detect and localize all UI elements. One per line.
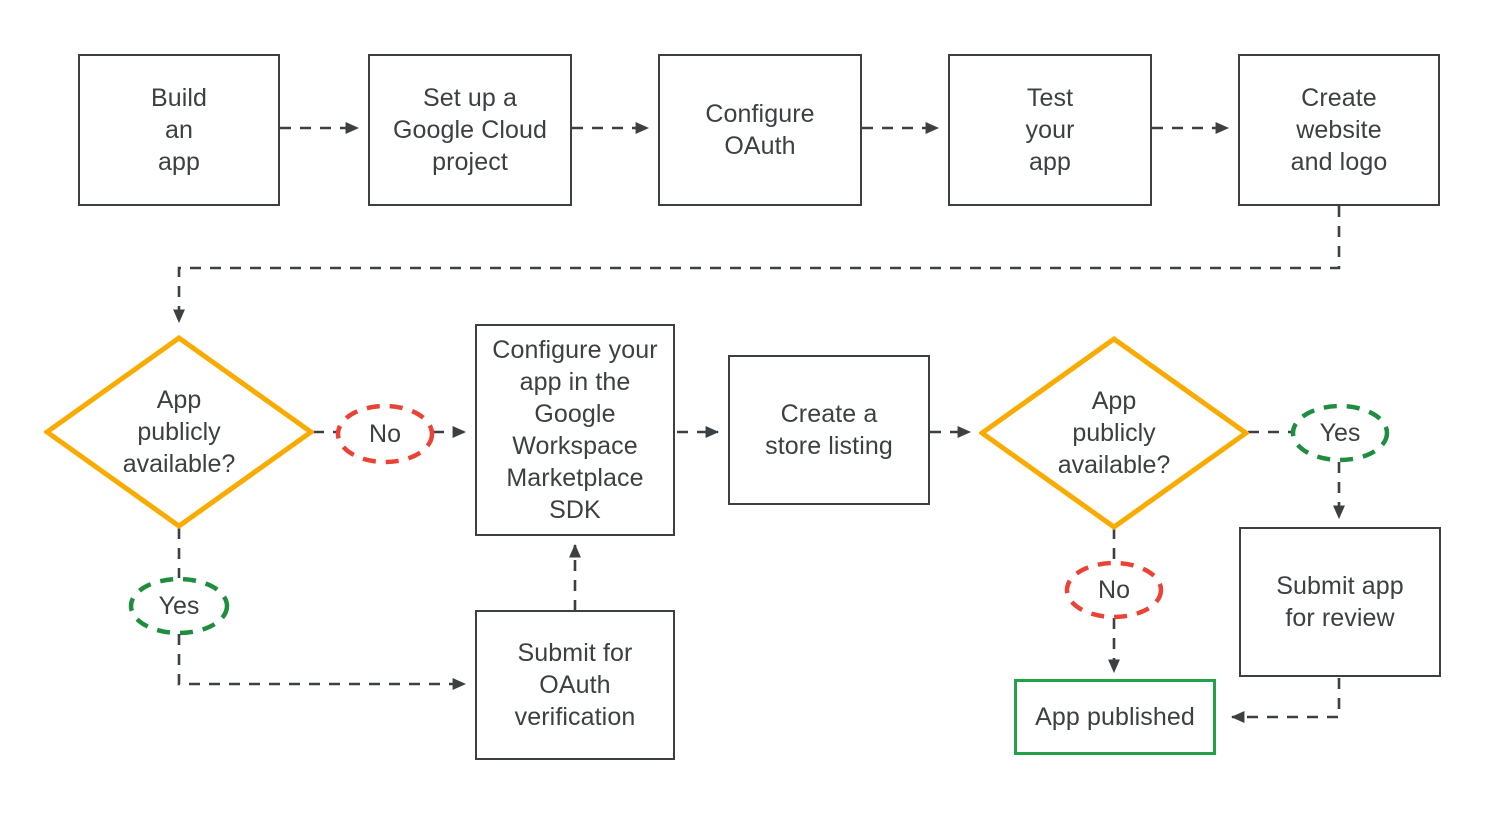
node-set-up-google-cloud-project[interactable]: Set up a Google Cloud project bbox=[368, 54, 572, 206]
node-decision-app-publicly-available-2[interactable]: App publicly available? bbox=[979, 336, 1249, 530]
edge-decision-one-yes-b bbox=[177, 634, 467, 690]
diamond-shape-2 bbox=[979, 336, 1249, 530]
node-create-store-listing[interactable]: Create a store listing bbox=[728, 355, 930, 505]
node-decision-app-publicly-available-1[interactable]: App publicly available? bbox=[44, 335, 314, 529]
no-ellipse-1 bbox=[335, 403, 435, 465]
node-configure-oauth-label: Configure OAuth bbox=[705, 100, 815, 160]
edge-label-decision-2-no-text: No bbox=[1095, 577, 1133, 603]
diamond-shape-1 bbox=[44, 335, 314, 529]
node-submit-app-for-review[interactable]: Submit app for review bbox=[1239, 527, 1441, 677]
node-test-your-app-label: Test your app bbox=[1025, 84, 1075, 176]
edge-review-to-published bbox=[1230, 678, 1341, 723]
node-build-an-app[interactable]: Build an app bbox=[78, 54, 280, 206]
node-create-website-and-logo-label: Create website and logo bbox=[1290, 84, 1388, 176]
edge-label-decision-2-yes-text: Yes bbox=[1316, 420, 1364, 446]
node-app-published-label: App published bbox=[1035, 703, 1195, 731]
edge-label-decision-2-no: No bbox=[1064, 560, 1164, 620]
node-submit-for-oauth-verification-label: Submit for OAuth verification bbox=[514, 639, 636, 731]
node-submit-app-for-review-label: Submit app for review bbox=[1276, 572, 1404, 632]
edge-label-decision-1-yes-text: Yes bbox=[155, 593, 203, 619]
node-create-store-listing-label: Create a store listing bbox=[765, 400, 893, 460]
node-configure-oauth[interactable]: Configure OAuth bbox=[658, 54, 862, 206]
edge-label-decision-1-yes: Yes bbox=[128, 576, 230, 636]
node-app-published[interactable]: App published bbox=[1014, 679, 1216, 755]
yes-ellipse-2 bbox=[1290, 403, 1390, 463]
node-build-an-app-label: Build an app bbox=[150, 84, 208, 176]
node-submit-for-oauth-verification[interactable]: Submit for OAuth verification bbox=[475, 610, 675, 760]
edge-label-decision-2-yes: Yes bbox=[1290, 403, 1390, 463]
node-set-up-google-cloud-project-label: Set up a Google Cloud project bbox=[392, 84, 548, 176]
edge-website-to-decision-one bbox=[173, 206, 1341, 324]
yes-ellipse-1 bbox=[128, 576, 230, 636]
edge-label-decision-1-no-text: No bbox=[366, 421, 404, 447]
edge-label-decision-1-no: No bbox=[335, 403, 435, 465]
node-test-your-app[interactable]: Test your app bbox=[948, 54, 1152, 206]
no-ellipse-2 bbox=[1064, 560, 1164, 620]
node-configure-app-marketplace-sdk-label: Configure your app in the Google Workspa… bbox=[492, 336, 658, 524]
node-configure-app-marketplace-sdk[interactable]: Configure your app in the Google Workspa… bbox=[475, 324, 675, 536]
node-create-website-and-logo[interactable]: Create website and logo bbox=[1238, 54, 1440, 206]
